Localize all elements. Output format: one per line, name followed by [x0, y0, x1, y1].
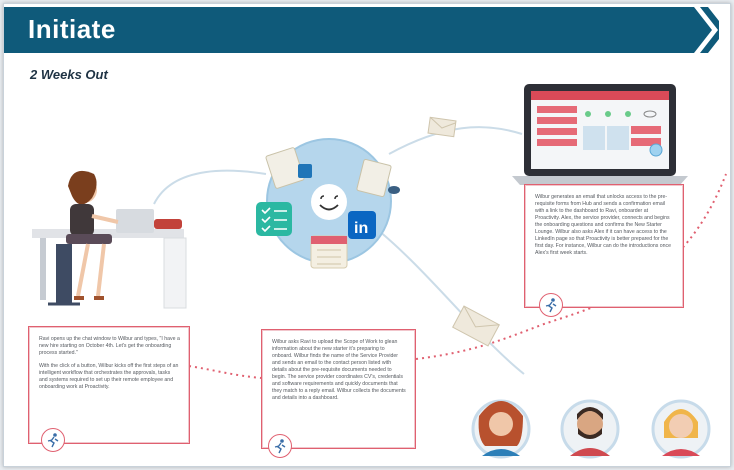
card-left-paragraph: With the click of a button, Wilbur kicks…: [39, 363, 179, 390]
info-card-left: Ravi opens up the chat window to Wilbur …: [28, 326, 190, 452]
svg-text:in: in: [354, 220, 368, 237]
runner-icon: [539, 293, 563, 317]
office-worker-illustration: [32, 170, 187, 309]
page-title: Initiate: [28, 14, 116, 44]
runner-icon: [41, 428, 65, 452]
laptop-icon: [512, 84, 688, 185]
document-icon: [356, 159, 400, 197]
card-right-text: Wilbur generates an email that unlocks a…: [535, 194, 674, 263]
envelope-icon: [427, 116, 457, 138]
card-middle-paragraph: Wilbur asks Ravi to upload the Scope of …: [272, 339, 406, 401]
envelope-icon: [452, 305, 500, 347]
avatar-icon: [560, 399, 620, 459]
header-banner: [4, 7, 719, 53]
info-card-right: Wilbur generates an email that unlocks a…: [524, 184, 684, 317]
runner-icon: [268, 434, 292, 458]
avatar-icon: [471, 399, 531, 459]
workflow-illustration: in: [32, 84, 727, 459]
document-icon: [265, 147, 312, 189]
page-frame: Initiate 2 Weeks Out: [3, 3, 731, 467]
chat-bubble-icon: [311, 184, 347, 220]
card-right-paragraph: Wilbur generates an email that unlocks a…: [535, 194, 671, 256]
section-subtitle: 2 Weeks Out: [30, 67, 108, 82]
card-left-text: Ravi opens up the chat window to Wilbur …: [39, 336, 180, 397]
calendar-icon: [310, 235, 348, 269]
card-middle-text: Wilbur asks Ravi to upload the Scope of …: [272, 339, 406, 408]
checklist-icon: [256, 202, 292, 236]
info-card-middle: Wilbur asks Ravi to upload the Scope of …: [261, 329, 416, 458]
card-left-paragraph: Ravi opens up the chat window to Wilbur …: [39, 336, 180, 356]
avatar-icon: [651, 399, 711, 459]
linkedin-icon: in: [348, 211, 376, 239]
